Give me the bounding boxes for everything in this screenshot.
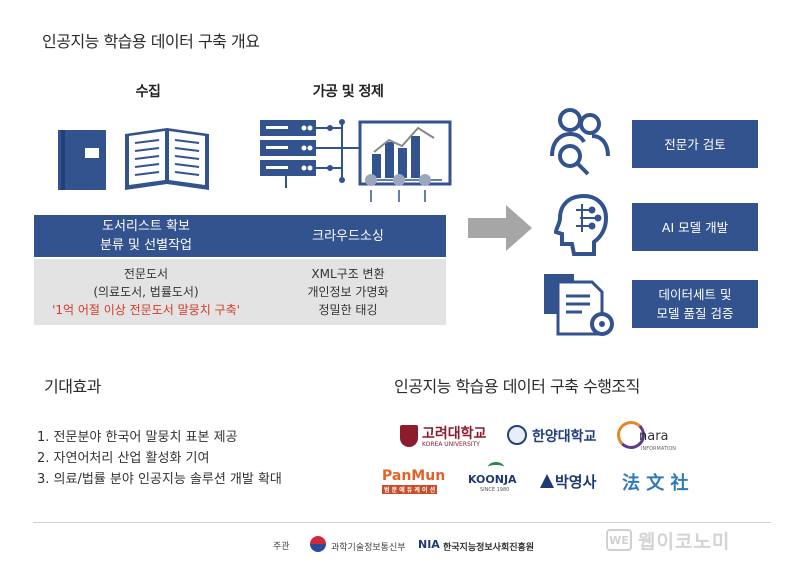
watermark-badge: WE <box>606 529 632 551</box>
footer-ministry: 과학기술정보통신부 <box>331 543 406 553</box>
result-dataset-line-2: 모델 품질 검증 <box>656 306 734 321</box>
korea-univ-logo: 고려대학교 KOREA UNIVERSITY <box>400 423 496 451</box>
panmun-logo: PanMun 범 문 에 듀 케 이 션 <box>382 468 454 496</box>
koonja-logo: KOONJA SINCE 1980 <box>466 462 530 496</box>
org-title: 인공지능 학습용 데이터 구축 수행조직 <box>388 371 646 399</box>
nara-name: nara <box>639 429 669 444</box>
bakyoung-logo: 박영사 <box>540 470 610 494</box>
watermark: WE 웹이코노미 <box>606 525 784 555</box>
bakyoung-mark-icon <box>540 474 554 488</box>
koonja-sub: SINCE 1980 <box>480 487 510 493</box>
result-expert-review: 전문가 검토 <box>632 120 758 168</box>
taegeuk-icon <box>310 536 326 552</box>
flow-arrow-icon <box>468 205 532 251</box>
result-ai-model-label: AI 모델 개발 <box>661 219 729 235</box>
result-expert-review-label: 전문가 검토 <box>664 136 726 152</box>
process-navy-box: 크라우드소싱 <box>250 215 446 257</box>
collect-gray-line-2: (의료도서, 법률도서) <box>93 285 199 299</box>
effects-item: 2. 자연어처리 산업 활성화 기여 <box>37 451 210 466</box>
effects-title: 기대효과 <box>38 371 107 399</box>
expert-review-icon <box>550 108 610 176</box>
server-chart-icon <box>260 119 452 202</box>
result-dataset-verification: 데이터세트 및 모델 품질 검증 <box>632 280 758 328</box>
process-gray-line-1: XML구조 변환 <box>311 267 385 281</box>
document-gear-icon <box>544 274 614 336</box>
korea-univ-sub: KOREA UNIVERSITY <box>422 441 480 448</box>
nara-circle-icon <box>617 421 645 449</box>
overview-title: 인공지능 학습용 데이터 구축 개요 <box>36 26 266 54</box>
collect-heading: 수집 <box>135 84 161 100</box>
nara-logo: nara INFORMATION <box>617 420 689 454</box>
panmun-name: PanMun <box>382 468 446 484</box>
korea-univ-crest-icon <box>400 425 418 447</box>
process-gray-line-3: 정밀한 태깅 <box>318 303 378 317</box>
watermark-text: 웹이코노미 <box>638 530 731 553</box>
hanyang-emblem-icon <box>507 425 527 445</box>
footer-host-label: 주관 <box>273 542 290 552</box>
koonja-emblem-icon <box>488 462 504 472</box>
ai-head-icon <box>554 193 609 256</box>
bobmunsa-logo: 法 文 社 <box>622 473 689 494</box>
effects-list: 1. 전문분야 한국어 말뭉치 표본 제공 2. 자연어처리 산업 활성화 기여… <box>37 427 282 490</box>
collect-navy-box: 도서리스트 확보 분류 및 선별작업 <box>34 215 258 257</box>
footer-nia-name: 한국지능정보사회진흥원 <box>443 543 535 553</box>
collect-gray-box: 전문도서 (의료도서, 법률도서) '1억 어절 이상 전문도서 말뭉치 구축' <box>34 259 258 325</box>
nara-sub: INFORMATION <box>641 446 677 452</box>
hanyang-logo: 한양대학교 <box>507 424 607 448</box>
collect-navy-line-2: 분류 및 선별작업 <box>100 238 192 253</box>
process-navy-label: 크라우드소싱 <box>312 228 384 244</box>
result-ai-model: AI 모델 개발 <box>632 203 758 251</box>
collect-navy-line-1: 도서리스트 확보 <box>102 219 190 234</box>
collect-highlight-text: '1억 어절 이상 전문도서 말뭉치 구축' <box>52 303 240 317</box>
koonja-name: KOONJA <box>468 473 517 486</box>
footer-divider <box>33 522 771 523</box>
process-gray-line-2: 개인정보 가명화 <box>307 285 389 299</box>
book-icon <box>58 128 209 190</box>
footer-nia-abbr: NIA <box>418 538 440 551</box>
effects-item: 3. 의료/법률 분야 인공지능 솔루션 개발 확대 <box>37 472 282 487</box>
collect-gray-line-1: 전문도서 <box>123 267 169 281</box>
hanyang-name: 한양대학교 <box>532 429 597 445</box>
bakyoung-name: 박영사 <box>555 473 597 491</box>
process-gray-box: XML구조 변환 개인정보 가명화 정밀한 태깅 <box>250 259 446 325</box>
process-heading: 가공 및 정제 <box>312 84 384 100</box>
korea-univ-name: 고려대학교 <box>422 426 487 442</box>
effects-item: 1. 전문분야 한국어 말뭉치 표본 제공 <box>37 430 238 445</box>
panmun-sub: 범 문 에 듀 케 이 션 <box>382 485 438 494</box>
result-dataset-line-1: 데이터세트 및 <box>658 287 732 302</box>
